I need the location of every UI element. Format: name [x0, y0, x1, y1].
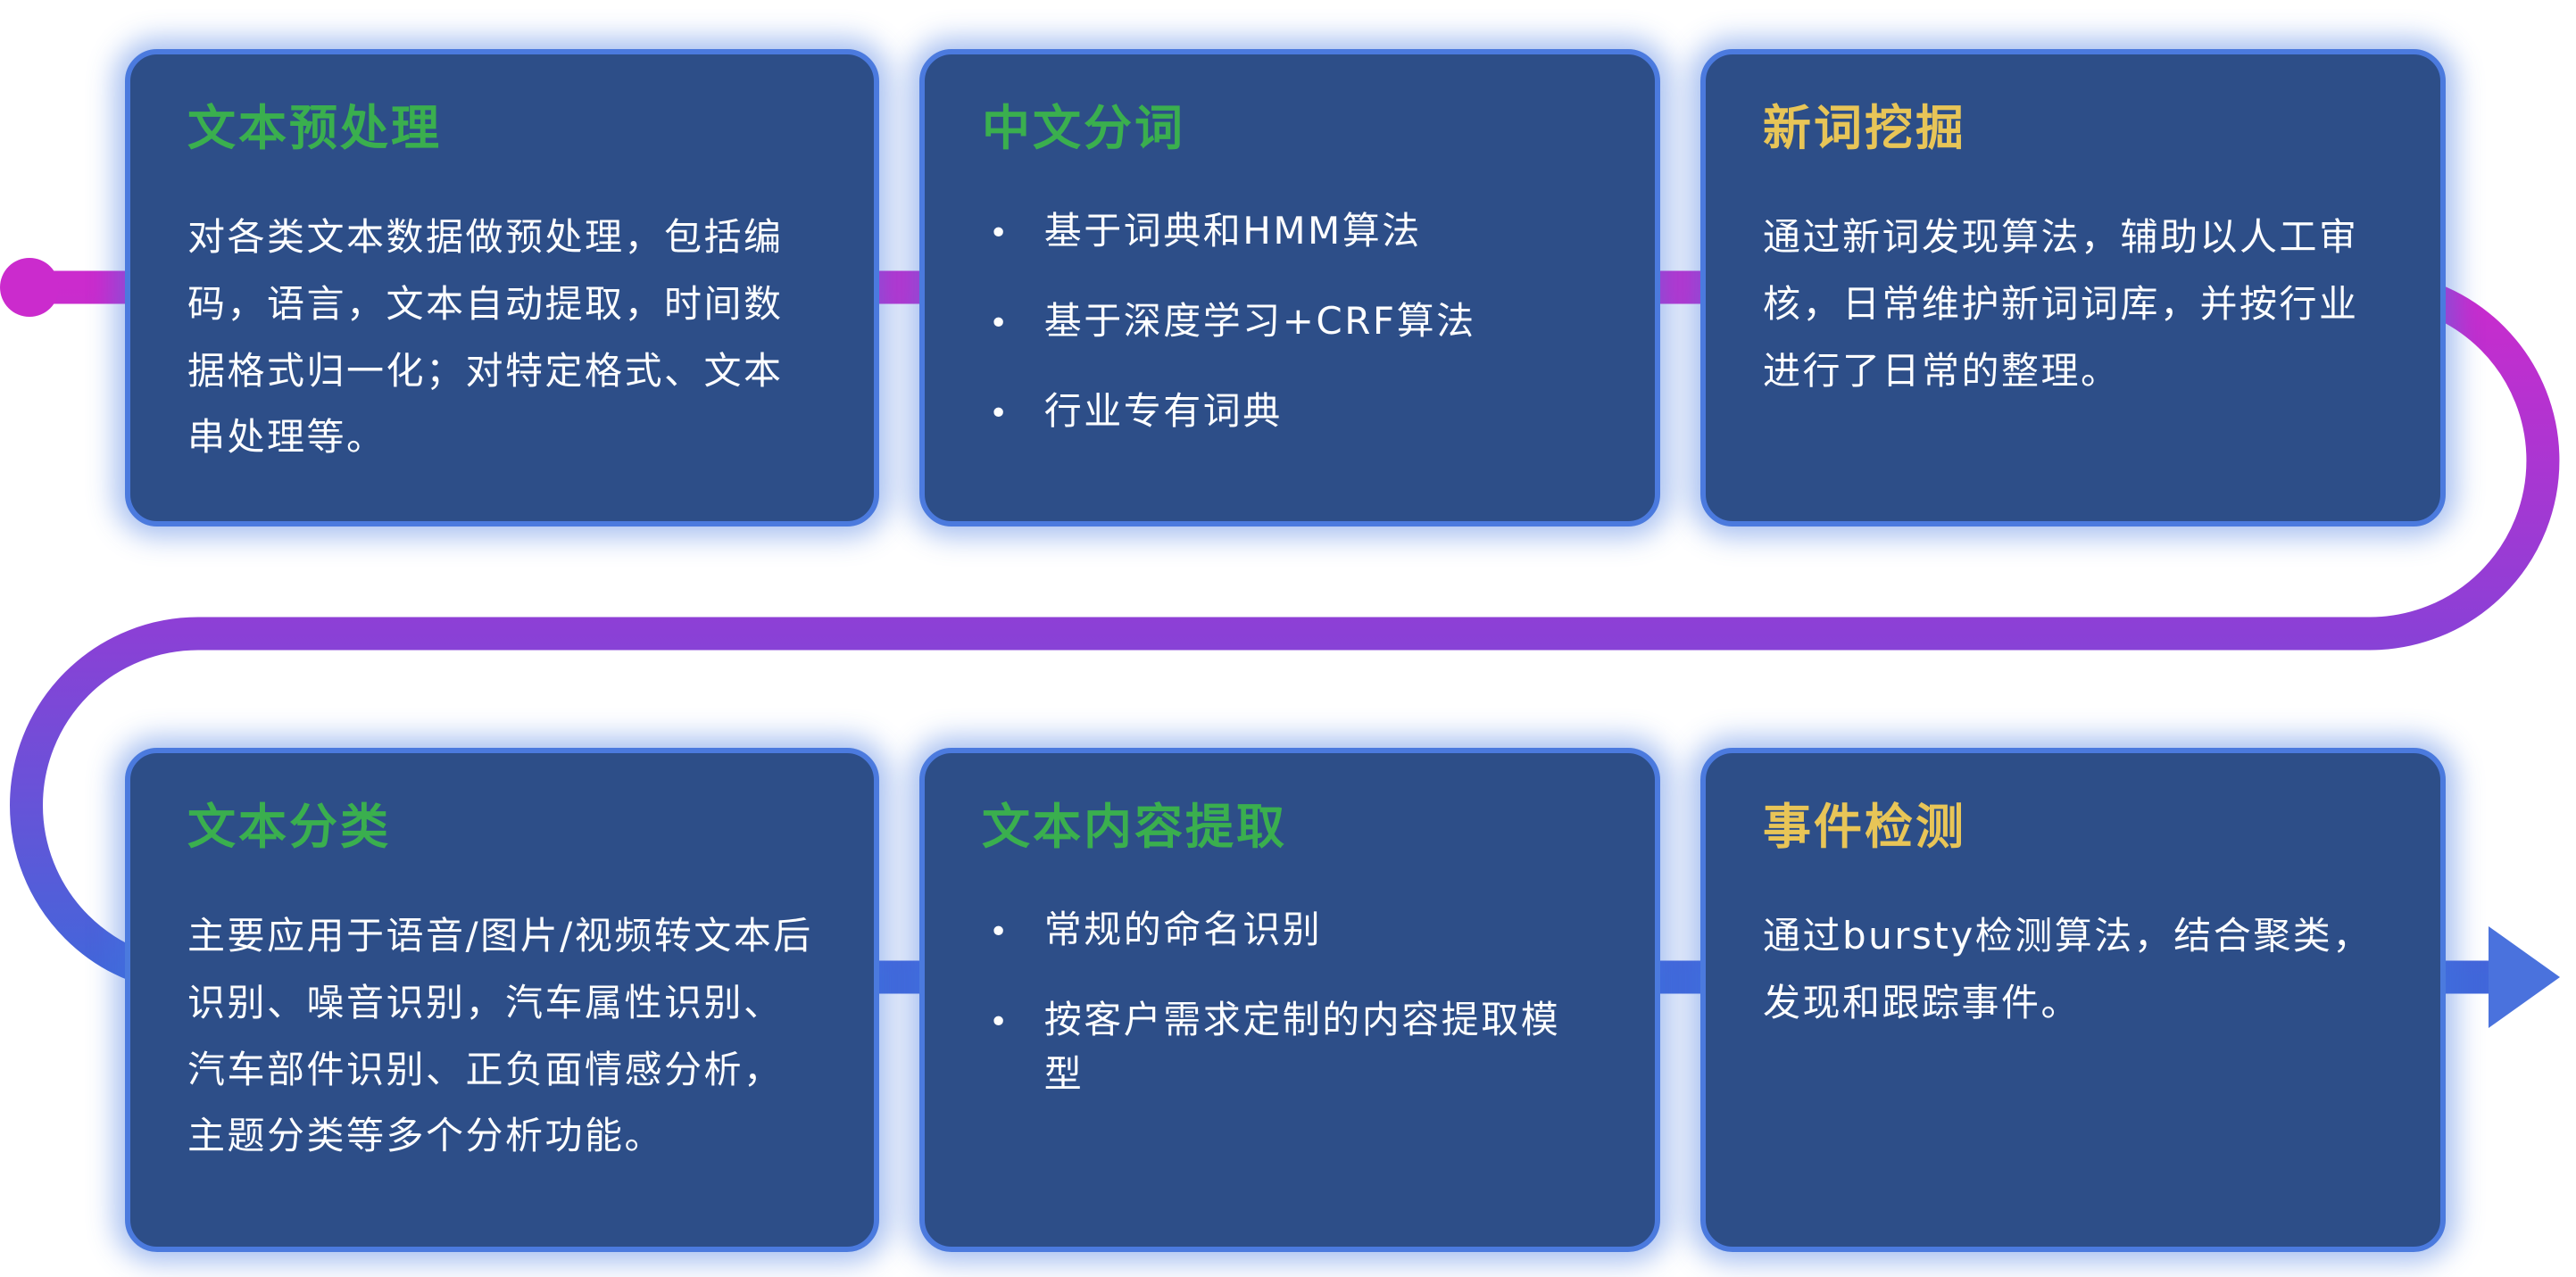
- flow-path: [10, 270, 2560, 994]
- card-bullet-list: 基于词典和HMM算法 基于深度学习+CRF算法 行业专有词典: [982, 204, 1598, 442]
- bullet-item: 基于深度学习+CRF算法: [982, 294, 1598, 351]
- card-title: 中文分词: [982, 100, 1185, 156]
- card-text-preprocessing: 文本预处理 对各类文本数据做预处理，包括编码，语言，文本自动提取，时间数据格式归…: [125, 49, 879, 527]
- card-text-classification: 文本分类 主要应用于语音/图片/视频转文本后识别、噪音识别，汽车属性识别、汽车部…: [125, 748, 879, 1252]
- card-new-word-mining: 新词挖掘 通过新词发现算法，辅助以人工审核，日常维护新词词库，并按行业进行了日常…: [1700, 49, 2446, 527]
- card-event-detection: 事件检测 通过bursty检测算法，结合聚类，发现和跟踪事件。: [1700, 748, 2446, 1252]
- bullet-text: 基于深度学习+CRF算法: [1043, 299, 1476, 344]
- card-body: 对各类文本数据做预处理，包括编码，语言，文本自动提取，时间数据格式归一化；对特定…: [187, 215, 784, 460]
- bullet-icon: [982, 903, 1044, 959]
- card-title: 文本预处理: [187, 100, 442, 156]
- card-chinese-word-segmentation: 中文分词 基于词典和HMM算法 基于深度学习+CRF算法 行业专有词典: [919, 49, 1660, 527]
- bullet-icon: [982, 204, 1044, 261]
- bullet-icon: [982, 294, 1044, 351]
- bullet-icon: [982, 993, 1044, 1049]
- card-bullet-list: 常规的命名识别 按客户需求定制的内容提取模型: [982, 903, 1598, 1102]
- flow-start-dot-icon: [0, 258, 59, 317]
- card-body: 主要应用于语音/图片/视频转文本后识别、噪音识别，汽车属性识别、汽车部件识别、正…: [187, 914, 813, 1158]
- bullet-item: 基于词典和HMM算法: [982, 204, 1598, 261]
- bullet-item: 常规的命名识别: [982, 903, 1598, 959]
- card-title: 文本内容提取: [982, 799, 1287, 855]
- bullet-text: 常规的命名识别: [1043, 908, 1323, 952]
- bullet-text: 按客户需求定制的内容提取模型: [1043, 998, 1561, 1097]
- card-text-content-extraction: 文本内容提取 常规的命名识别 按客户需求定制的内容提取模型: [919, 748, 1660, 1252]
- bullet-item: 按客户需求定制的内容提取模型: [982, 993, 1598, 1102]
- bullet-item: 行业专有词典: [982, 385, 1598, 441]
- card-title: 事件检测: [1763, 799, 1966, 855]
- flow-end-arrow-icon: [2489, 926, 2560, 1028]
- card-title: 新词挖掘: [1763, 100, 1966, 156]
- bullet-text: 基于词典和HMM算法: [1043, 209, 1422, 253]
- card-body: 通过bursty检测算法，结合聚类，发现和跟踪事件。: [1763, 914, 2372, 1024]
- bullet-icon: [982, 385, 1044, 441]
- card-body: 通过新词发现算法，辅助以人工审核，日常维护新词词库，并按行业进行了日常的整理。: [1763, 215, 2359, 393]
- card-title: 文本分类: [187, 799, 391, 855]
- bullet-text: 行业专有词典: [1043, 389, 1283, 434]
